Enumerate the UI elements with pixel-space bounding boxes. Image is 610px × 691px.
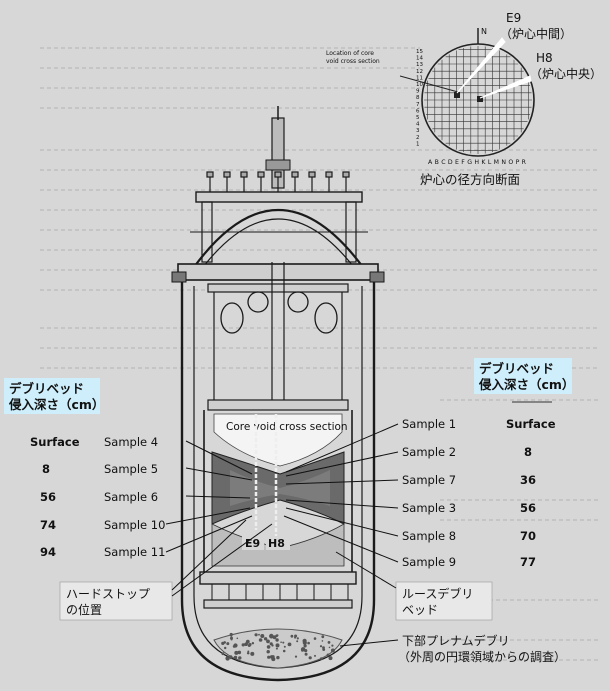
h8-arrow (479, 75, 532, 99)
sample-2-label: Sample 2 (402, 445, 456, 459)
location-label-2: void cross section (326, 58, 380, 65)
left-depth-values: Surface 8 56 74 94 (30, 435, 80, 559)
lower-plenum-line1: 下部プレナムデブリ (402, 633, 510, 648)
left-surface: Surface (30, 435, 80, 449)
right-depth-callout: デブリベッド 侵入深さ（cm） (474, 358, 574, 403)
sample-1-label: Sample 1 (402, 417, 456, 431)
sample-7-label: Sample 7 (402, 473, 456, 487)
grid-row-number: 14 (416, 56, 423, 62)
location-leader (399, 75, 459, 93)
sample-5-label: Sample 5 (104, 462, 158, 476)
sample-8-label: Sample 8 (402, 529, 456, 543)
loose-debris-line2: ベッド (402, 603, 438, 617)
sample-6-label: Sample 6 (104, 490, 158, 504)
right-depth-5: 77 (520, 555, 536, 569)
grid-row-number: 4 (416, 122, 420, 128)
sample-11-label: Sample 11 (104, 545, 165, 559)
right-sample-labels: Sample 1 Sample 2 Sample 7 Sample 3 Samp… (402, 417, 456, 569)
grid-row-number: 13 (416, 62, 423, 68)
hard-stop-callout: ハードストップ の位置 (59, 519, 273, 621)
grid-row-number: 8 (416, 95, 420, 101)
left-depth-4: 94 (40, 545, 56, 559)
loose-debris-line1: ルースデブリ (402, 586, 473, 601)
right-surface: Surface (506, 417, 556, 431)
hard-stop-line2: の位置 (66, 602, 102, 617)
sample-4-label: Sample 4 (104, 435, 158, 449)
north-label: N (481, 27, 487, 36)
sample-10-label: Sample 10 (104, 518, 165, 532)
left-header-line1: デブリベッド (9, 381, 84, 396)
left-header-line2: 侵入深さ（cm） (8, 397, 104, 412)
grid-row-number: 6 (416, 108, 420, 114)
right-depth-3: 56 (520, 501, 536, 515)
lower-plenum-line2: （外周の円環領域からの調査） (398, 649, 566, 664)
grid-column-letters: A B C D E F G H K L M N O P R (428, 159, 527, 166)
sample-9-label: Sample 9 (402, 555, 456, 569)
e9-bottom-label: E9 (245, 537, 260, 550)
e9-marker (454, 92, 460, 98)
right-depth-4: 70 (520, 529, 536, 543)
left-sample-labels: Sample 4 Sample 5 Sample 6 Sample 10 Sam… (104, 435, 165, 559)
lower-plenum-callout: 下部プレナムデブリ （外周の円環領域からの調査） (339, 633, 566, 664)
inset-e9-label: E9 (506, 11, 521, 25)
grid-row-number: 7 (416, 102, 420, 108)
left-depth-callout: デブリベッド 侵入深さ（cm） (4, 378, 104, 414)
core-radial-map: N Location of core void cross section A … (326, 11, 602, 187)
inset-e9-sub: （炉心中間） (500, 26, 572, 41)
h8-marker (477, 96, 483, 102)
left-depth-2: 56 (40, 490, 56, 504)
grid-row-number: 12 (416, 69, 423, 75)
core-void-region (213, 413, 343, 467)
grid-row-number: 11 (416, 75, 423, 81)
right-depth-values: Surface 8 36 56 70 77 (506, 417, 556, 569)
loose-debris-callout: ルースデブリ ベッド (335, 551, 493, 621)
right-depth-1: 8 (524, 445, 532, 459)
right-header-line1: デブリベッド (479, 361, 554, 376)
void-label: Core void cross section (226, 421, 348, 433)
grid-row-number: 15 (416, 49, 423, 55)
reactor-vessel (171, 106, 385, 682)
right-depth-2: 36 (520, 473, 536, 487)
grid-row-number: 9 (416, 89, 420, 95)
grid-row-number: 5 (416, 115, 420, 121)
hard-stop-line1: ハードストップ (66, 587, 150, 601)
grid-row-number: 1 (416, 141, 420, 147)
grid-row-number: 3 (416, 128, 420, 134)
location-label-1: Location of core (326, 50, 374, 57)
background-document-text (40, 47, 600, 661)
left-depth-1: 8 (42, 462, 50, 476)
inset-caption: 炉心の径方向断面 (420, 172, 520, 187)
inset-h8-sub: （炉心中央） (530, 66, 602, 81)
grid-row-number: 2 (416, 135, 420, 141)
h8-bottom-label: H8 (268, 537, 285, 550)
grid-row-number: 10 (416, 82, 423, 88)
right-sample-leaders (283, 423, 399, 563)
inset-h8-label: H8 (536, 51, 553, 65)
left-sample-leaders (165, 440, 253, 553)
sample-3-label: Sample 3 (402, 501, 456, 515)
right-header-line2: 侵入深さ（cm） (478, 377, 574, 392)
e9-arrow (456, 37, 506, 94)
left-depth-3: 74 (40, 518, 56, 532)
